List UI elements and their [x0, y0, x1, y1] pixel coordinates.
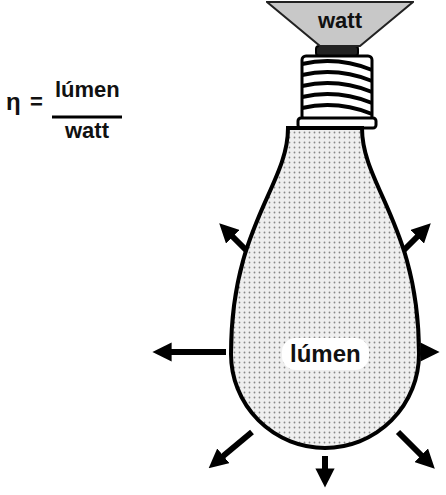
fraction-numerator: lúmen: [55, 77, 120, 103]
efficiency-symbol: η: [6, 88, 21, 116]
quantity-label: lúmen: [282, 338, 369, 370]
unit-label: watt: [318, 8, 362, 34]
fraction-denominator: watt: [65, 118, 109, 144]
bulb-outline: [231, 128, 419, 448]
screw-base: [298, 46, 376, 128]
funnel-outline: [267, 2, 413, 46]
bulb-glass: lúmen: [228, 126, 422, 454]
equals-sign: =: [30, 89, 43, 115]
bulb-shape: [228, 126, 422, 454]
power-input-funnel: watt: [266, 1, 414, 47]
